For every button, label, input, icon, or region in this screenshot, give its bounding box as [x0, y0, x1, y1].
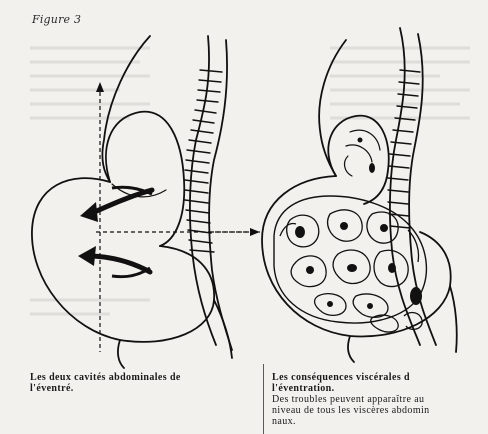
right-caption: Les conséquences viscérales d l'éventrat… [272, 372, 488, 427]
right-caption-line-2: l'éventration. [272, 383, 488, 394]
left-caption-line-2: l'éventré. [30, 383, 252, 394]
left-caption-line-1: Les deux cavités abdominales de [30, 372, 252, 383]
caption-divider [263, 364, 264, 434]
axis-up-arrowhead [96, 82, 104, 92]
intestine-loops [280, 210, 419, 317]
left-torso-diagram [32, 36, 232, 368]
right-caption-line-5: naux. [272, 416, 488, 427]
left-caption: Les deux cavités abdominales de l'éventr… [30, 372, 252, 394]
right-caption-line-3: Des troubles peuvent apparaître au [272, 394, 488, 405]
right-caption-line-4: niveau de tous les viscères abdomin [272, 405, 488, 416]
right-caption-line-1: Les conséquences viscérales d [272, 372, 488, 383]
